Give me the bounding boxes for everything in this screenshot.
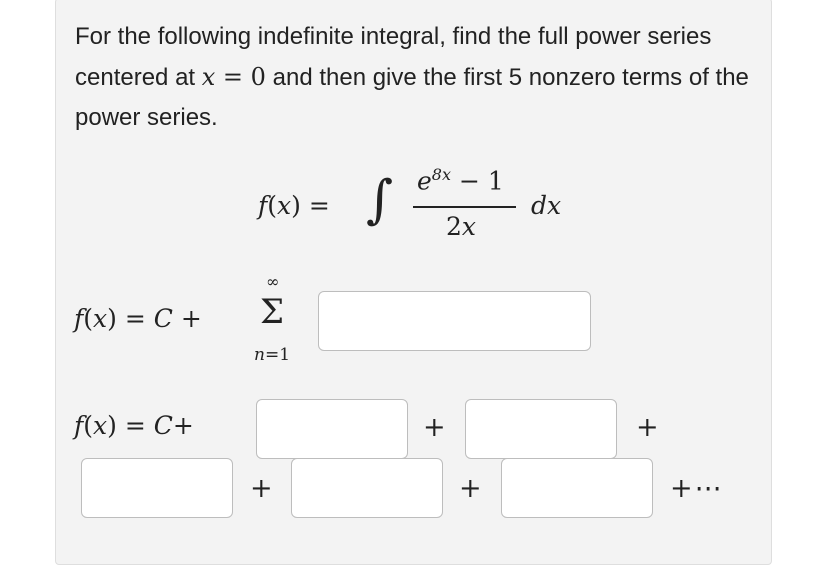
differential-dx: dx (531, 191, 562, 220)
prompt-equals: = (215, 63, 251, 91)
question-prompt: For the following indefinite integral, f… (75, 17, 765, 138)
terms-lhs: f(x) = C+ (74, 411, 194, 440)
prompt-text-1: For the following indefinite integral, f… (75, 23, 712, 91)
fraction-bar (413, 206, 516, 208)
prompt-text-2: and then give the first 5 nonzero terms … (75, 64, 749, 131)
term-2-input[interactable] (465, 399, 617, 459)
sum-upper-limit: ∞ (266, 272, 280, 291)
ellipsis: +⋯ (670, 473, 724, 504)
sigma-symbol: Σ (260, 292, 285, 332)
prompt-variable: x (201, 63, 216, 91)
term-5-input[interactable] (501, 458, 653, 518)
term-1-input[interactable] (256, 399, 408, 459)
plus-sign: + (250, 473, 273, 504)
integral-sign: ∫ (366, 170, 394, 230)
plus-sign: + (459, 473, 482, 504)
integrand-denominator: 2x (446, 212, 477, 241)
integrand-numerator: e8x − 1 (417, 165, 504, 196)
term-3-input[interactable] (81, 458, 233, 518)
plus-sign: + (423, 412, 446, 443)
term-4-input[interactable] (291, 458, 443, 518)
series-general-term-input[interactable] (318, 291, 591, 351)
definition-lhs: f(x) = (258, 191, 330, 220)
sum-lower-limit: n=1 (254, 345, 291, 365)
prompt-center-value: 0 (250, 63, 266, 91)
series-lhs: f(x) = C + (74, 304, 202, 333)
plus-sign: + (636, 412, 659, 443)
